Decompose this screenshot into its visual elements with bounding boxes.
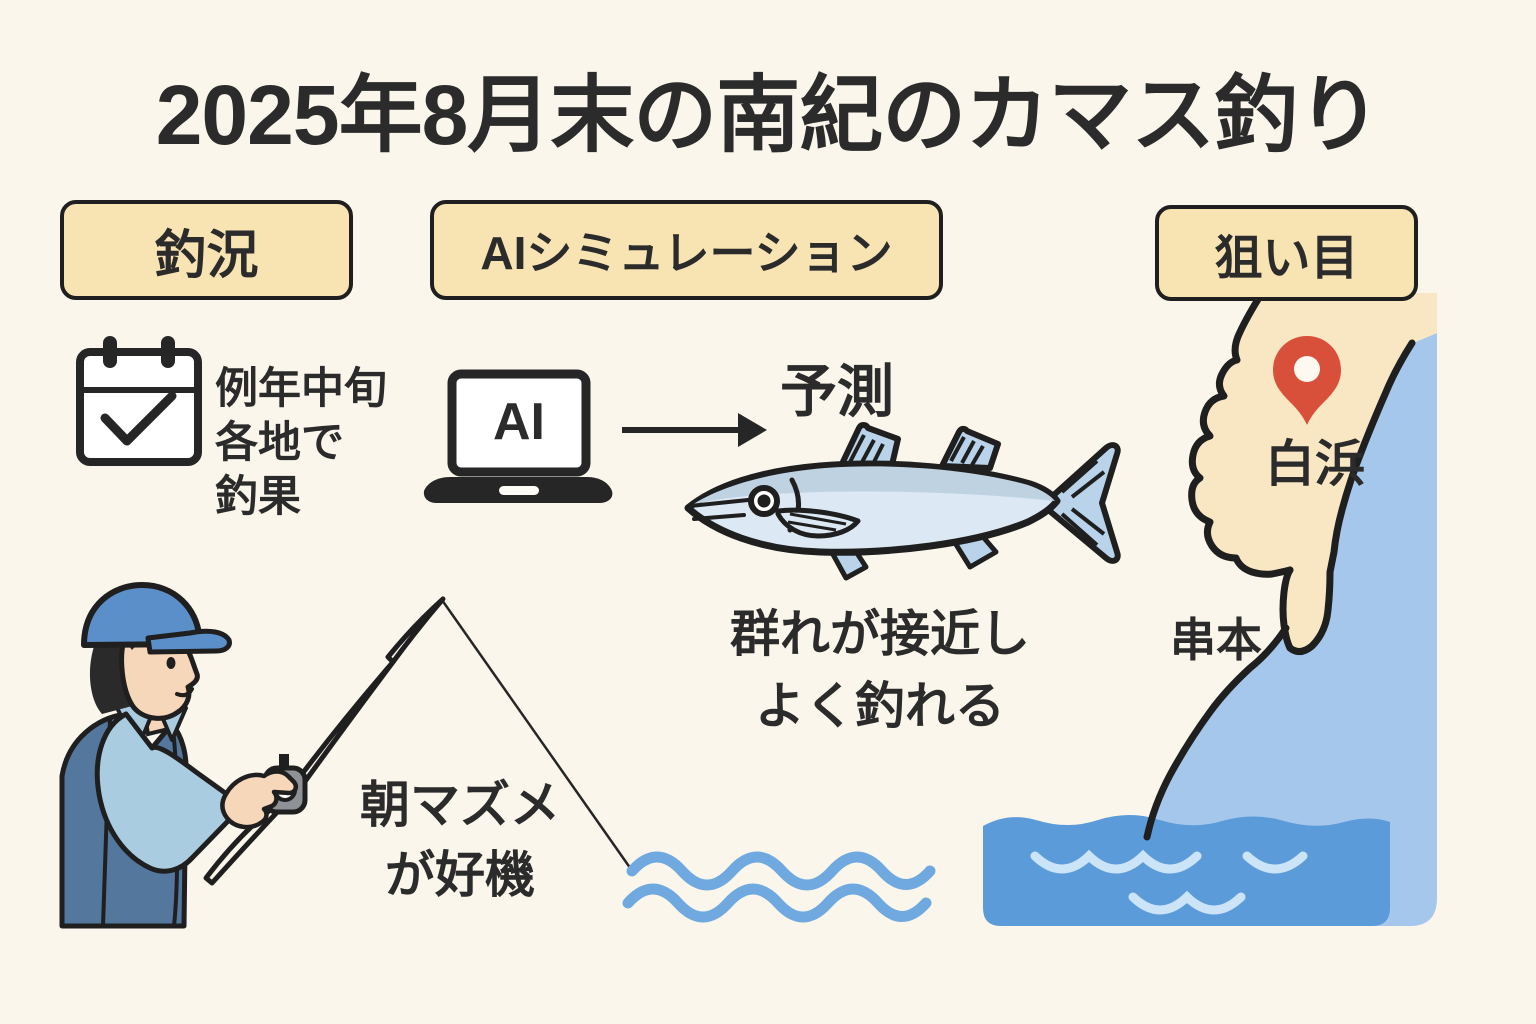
barracuda-fish-illustration (684, 422, 1121, 581)
land-area (1191, 293, 1437, 652)
map-label-kushimoto: 串本 (1170, 614, 1262, 666)
location-pin-icon (1273, 336, 1341, 425)
badge-fishing-conditions-label: 釣況 (154, 226, 259, 285)
wave-lines-icon (622, 851, 936, 923)
badge-ai-simulation-label: AIシミュレーション (480, 227, 893, 279)
fishing-line (440, 599, 635, 873)
badge-fishing-conditions: 釣況 (60, 200, 353, 300)
timing-tip-line-1: 朝マズメ (360, 777, 560, 833)
badge-target-spot: 狙い目 (1155, 205, 1418, 301)
right-arrow-icon (622, 413, 767, 447)
ai-laptop-icon (423, 369, 613, 503)
conditions-note: 例年中旬 各地で 釣果 (215, 362, 387, 524)
map-label-shirahama: 白浜 (1265, 436, 1365, 492)
coast-map-illustration (983, 289, 1437, 926)
laptop-screen-label: AI (493, 393, 545, 451)
conditions-note-line-3: 釣果 (215, 473, 301, 521)
east-coastline (1279, 339, 1416, 655)
west-coastline (1188, 289, 1294, 578)
sea-water-block (983, 815, 1390, 926)
badge-target-spot-label: 狙い目 (1214, 232, 1359, 285)
badge-ai-simulation: AIシミュレーション (430, 200, 943, 300)
prediction-label: 予測 (780, 360, 894, 424)
forecast-line-2: よく釣れる (755, 678, 1005, 734)
fisherman-illustration (59, 582, 446, 929)
timing-tip-line-2: が好機 (385, 847, 535, 903)
conditions-note-line-1: 例年中旬 (215, 365, 387, 413)
forecast-caption: 群れが接近し よく釣れる (650, 598, 1110, 742)
page-title: 2025年8月末の南紀のカマス釣り (155, 68, 1382, 162)
calendar-check-icon (76, 336, 202, 466)
timing-tip: 朝マズメ が好機 (320, 770, 600, 910)
forecast-line-1: 群れが接近し (730, 606, 1030, 662)
wave-squiggle-icon (1030, 849, 1308, 915)
tail-stripes (1060, 459, 1106, 547)
fishing-rod (203, 596, 446, 886)
shoreline-to-sea (1143, 624, 1290, 841)
conditions-note-line-2: 各地で (215, 419, 344, 467)
